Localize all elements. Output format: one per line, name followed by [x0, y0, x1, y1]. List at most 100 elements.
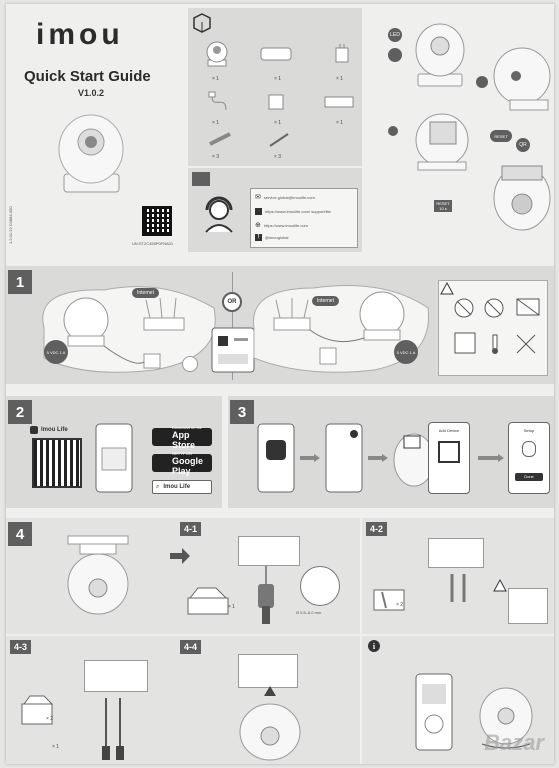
screw-icon — [269, 133, 289, 147]
app-name-label: Imou Life — [30, 426, 68, 434]
contact-facebook[interactable]: @imouglobal — [265, 234, 289, 240]
support-agent-icon — [205, 196, 233, 233]
ceiling-holes-panel — [428, 538, 484, 568]
no-disassemble-icon — [516, 298, 540, 316]
brand-logo: imou — [36, 18, 124, 51]
wall-anchor-icon — [209, 132, 231, 146]
setup-label: Setup — [523, 428, 535, 433]
step4-4-panel: 4-4 — [176, 636, 360, 764]
or-divider — [232, 272, 233, 380]
drill-template-icon — [268, 94, 284, 110]
app-search-bar[interactable]: ⌕ Imou Life — [152, 480, 212, 494]
connection-diagram-ethernet — [253, 285, 430, 373]
app-store-text: App Store — [172, 429, 196, 450]
google-play-button[interactable]: GET IT ON Google Play — [152, 450, 212, 476]
info-icon: i — [368, 640, 380, 652]
contact-email[interactable]: service.global@imoulife.com — [263, 194, 315, 200]
power-adapter-icon — [335, 44, 349, 63]
ceiling-mount-plate — [84, 660, 148, 692]
step4-3-number: 4-3 — [10, 640, 32, 654]
search-label: Imou Life — [163, 484, 191, 490]
facebook-icon: f — [255, 233, 262, 241]
mount-plate-icon — [260, 47, 292, 61]
step4-2-number: 4-2 — [366, 522, 388, 536]
warning-box — [438, 280, 548, 376]
drill-size-label: Ø 5.5–6.0 mm — [296, 610, 322, 615]
ceiling-camera-illustration — [67, 535, 129, 615]
google-play-small-text: GET IT ON — [172, 450, 192, 456]
camera-front-illustration — [415, 23, 465, 87]
reset-closeup-illustration — [493, 165, 551, 231]
speaker-icon — [476, 76, 488, 88]
internet-label-b: Internet — [312, 296, 339, 306]
qr-marker: QR — [516, 138, 530, 152]
screwdriver-icon — [102, 698, 124, 760]
qty-wall-anchors: × 3 — [212, 154, 220, 160]
cover-camera-illustration — [58, 114, 124, 193]
done-button[interactable]: Done — [515, 473, 543, 481]
no-chemicals-icon — [516, 334, 536, 354]
qty-mount-plate: × 1 — [274, 76, 282, 82]
step4-panel: 4 — [6, 518, 176, 634]
imou-app-icon — [30, 426, 38, 434]
version-label: V1.0.2 — [78, 88, 105, 98]
arrow-right-icon-4 — [170, 548, 190, 564]
app-store-button[interactable]: Download on the App Store — [152, 425, 212, 450]
step2-number: 2 — [8, 400, 32, 424]
no-water-icon — [454, 298, 474, 318]
or-badge: OR — [222, 292, 242, 312]
phone-add-device — [325, 423, 363, 493]
email-icon: ✉ — [255, 194, 261, 201]
caution-icon — [493, 578, 507, 592]
led-marker: LED — [388, 28, 402, 42]
info-marker — [388, 126, 398, 136]
qty-drill-template: × 1 — [274, 120, 282, 126]
anchor-insert-icon — [450, 574, 466, 602]
step1-panel: 1 Internet 5 VDC 1 A OR — [6, 266, 554, 384]
anchors-box-icon — [373, 589, 405, 611]
contact-panel: ✉ service.global@imoulife.com https://ww… — [188, 168, 362, 252]
google-play-text: Google Play — [172, 455, 203, 476]
mount-camera-illustration — [239, 686, 301, 761]
anchor-caution-detail — [508, 588, 548, 624]
step3-number: 3 — [230, 400, 254, 424]
reset-hint-badge: RESET 10 s — [434, 200, 452, 212]
watermark: Bazar — [484, 730, 544, 755]
qr-caption: UN:ST2C455P0FNA01 — [132, 241, 174, 246]
info-panel: i — [362, 636, 554, 764]
qr-label: QR — [519, 142, 527, 148]
drill-hole-zoom — [300, 566, 340, 606]
phone-open-app — [257, 423, 295, 493]
step4-2-panel: 4-2 × 2 — [362, 518, 554, 634]
search-icon: ⌕ — [156, 483, 160, 490]
app-name: Imou Life — [41, 427, 68, 433]
temperature-icon — [492, 334, 498, 354]
cover-panel: imou Quick Start Guide V1.0.2 UN:ST2C455… — [6, 4, 184, 259]
side-code: 1.2.01.22.C0883-000 — [8, 206, 13, 244]
phone-scan-illustration — [95, 423, 133, 493]
phone-adjust-view — [415, 673, 453, 751]
step4-1-number: 4-1 — [180, 522, 202, 536]
arrow-right-icon-2 — [368, 454, 388, 462]
box-icon — [193, 13, 211, 33]
step4-1-panel: 4-1 × 1 Ø 5.5–6.0 mm — [170, 518, 360, 634]
arrow-right-icon-3 — [478, 454, 504, 462]
contact-website[interactable]: https://www.imoulife.com — [263, 222, 308, 228]
reset-marker: RESET — [490, 130, 512, 142]
support-icon — [255, 207, 262, 215]
qty-screws: × 3 — [274, 154, 282, 160]
box-contents-panel: × 1 × 1 × 1 × 1 × 1 × 1 × 3 — [188, 8, 362, 166]
ceiling-plate-attach — [238, 654, 298, 688]
camera-rotate-illustration — [479, 687, 533, 749]
internet-label-a: Internet — [132, 288, 159, 298]
qty-plate-4-3: × 1 — [52, 744, 60, 750]
contact-support-link[interactable]: https://www.imoulife.com/ support/list — [265, 208, 331, 214]
qty-anchors: × 2 — [396, 602, 404, 608]
template-box-icon — [187, 587, 229, 615]
scan-qr-frame — [438, 441, 460, 463]
add-device-label: Add Device — [438, 428, 460, 433]
qty-power-adapter: × 1 — [336, 76, 344, 82]
step4-3-panel: 4-3 × 2 × 1 — [6, 636, 176, 764]
contact-list: ✉ service.global@imoulife.com https://ww… — [250, 188, 358, 248]
quick-start-guide-sheet: imou Quick Start Guide V1.0.2 UN:ST2C455… — [6, 4, 554, 764]
